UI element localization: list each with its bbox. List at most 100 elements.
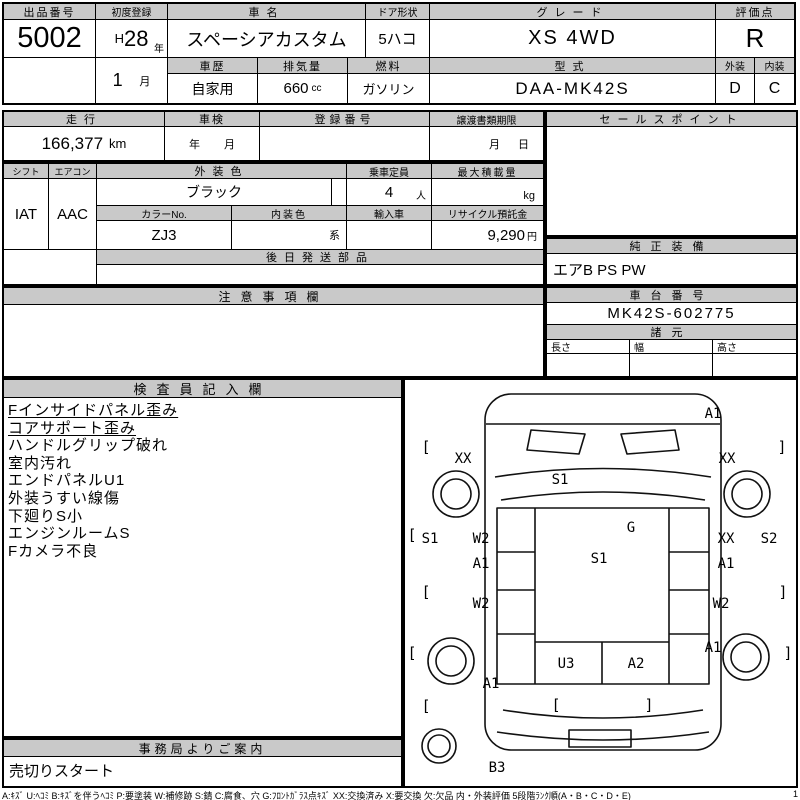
diagram-damage-label: G — [627, 520, 635, 536]
model-code-label: 型式 — [430, 58, 716, 74]
first-reg-year-value: 28 — [123, 25, 149, 51]
exterior-score-label: 外装 — [716, 58, 755, 74]
auction-number-empty — [4, 58, 96, 103]
interior-score-label: 内装 — [755, 58, 794, 74]
recycle-deposit-value: 9,290 円 — [432, 221, 543, 250]
registration-number-label: 登録番号 — [260, 112, 430, 127]
car-name-value: スペーシアカスタム — [168, 20, 366, 58]
diagram-damage-label: XX — [719, 451, 736, 467]
model-code-value: DAA-MK42S — [430, 74, 716, 103]
registration-number-value — [260, 127, 430, 160]
width-value — [630, 354, 713, 376]
equipment-label: 純正装備 — [547, 239, 796, 254]
shift-aircon-empty — [4, 250, 97, 284]
chassis-number-label: 車台番号 — [547, 288, 796, 303]
top-block: 出品番号 5002 初度登録 H 28 年 1 月 車名 スペーシアカスタム ド… — [2, 2, 796, 105]
diagram-damage-label: A1 — [473, 556, 490, 572]
office-block: 事務局よりご案内 売切りスタート — [2, 738, 403, 788]
diagram-damage-label: S1 — [552, 472, 569, 488]
diagram-bracket-mark: [ — [421, 697, 430, 715]
first-reg-month-suffix: 月 — [139, 75, 151, 88]
displacement-unit: cc — [311, 83, 322, 94]
inspection-value: 年 月 — [165, 127, 260, 160]
import-car-value — [347, 221, 432, 250]
first-reg-era: H — [114, 31, 124, 46]
inspector-note-item: ハンドルグリップ破れ — [8, 437, 169, 455]
displacement-value: 660 cc — [258, 74, 348, 103]
displacement-number: 660 — [283, 80, 309, 97]
mileage-block: 走行 166,377 km 車検 年 月 登録番号 譲渡書類期限 月 日 — [2, 110, 545, 162]
notes-label: 注意事項欄 — [4, 288, 543, 305]
import-car-label: 輸入車 — [347, 206, 432, 221]
first-registration-month: 1 月 — [96, 58, 168, 103]
exterior-color-label: 外装色 — [97, 164, 347, 179]
spec-block: シフト エアコン IAT AAC 外装色 ブラック 乗車定員 4 人 最大積載量… — [2, 162, 545, 286]
displacement-label: 排気量 — [258, 58, 348, 74]
fuel-label: 燃料 — [348, 58, 430, 74]
diagram-bracket-mark: [ — [551, 696, 560, 714]
transfer-month-suffix: 月 — [489, 138, 500, 151]
capacity-number: 4 — [384, 183, 394, 201]
interior-score-value: C — [768, 79, 781, 97]
sales-point-label: セールスポイント — [547, 112, 796, 127]
diagram-damage-label: U3 — [558, 656, 575, 672]
exterior-color-swatch-cell — [332, 179, 347, 206]
exterior-score-value: D — [716, 74, 755, 103]
door-shape-value: 5ハコ — [366, 20, 430, 58]
diagram-damage-label: W2 — [473, 596, 490, 612]
diagram-damage-label: A1 — [705, 640, 722, 656]
history-label: 車歴 — [168, 58, 258, 74]
later-parts-label: 後日発送部品 — [97, 250, 543, 265]
dimensions-label: 諸元 — [547, 325, 796, 340]
fuel-value: ガソリン — [348, 74, 430, 103]
mileage-unit: km — [109, 136, 127, 151]
diagram-bracket-mark: ] — [777, 438, 786, 456]
office-message: 売切りスタート — [9, 763, 115, 780]
inspection-label: 車検 — [165, 112, 260, 127]
first-registration-label: 初度登録 — [96, 4, 168, 20]
transfer-day-suffix: 日 — [518, 138, 529, 151]
diagram-damage-label: XX — [718, 531, 735, 547]
mileage-label: 走行 — [4, 112, 165, 127]
length-label: 長さ — [547, 340, 630, 354]
diagram-bracket-mark: ] — [783, 644, 792, 662]
inspector-notes-list: Fインサイドパネル歪みコアサポート歪みハンドルグリップ破れ室内汚れエンドパネルU… — [8, 402, 398, 560]
shift-label: シフト — [4, 164, 49, 179]
later-parts-value — [97, 265, 543, 284]
equipment-block: 純正装備 エアB PS PW — [545, 237, 798, 286]
recycle-deposit-unit: 円 — [527, 231, 537, 243]
diagram-damage-label: A1 — [483, 676, 500, 692]
diagram-damage-label: S1 — [422, 531, 439, 547]
diagram-damage-label: A1 — [718, 556, 735, 572]
transfer-deadline-value: 月 日 — [430, 127, 543, 160]
max-load-value: kg — [432, 179, 543, 206]
diagram-bracket-mark: [ — [421, 583, 430, 601]
office-label: 事務局よりご案内 — [4, 740, 401, 757]
inspector-note-item: エンドパネルU1 — [8, 472, 126, 490]
inspection-year-suffix: 年 — [189, 138, 200, 151]
capacity-unit: 人 — [416, 191, 426, 202]
sales-point-block: セールスポイント — [545, 110, 798, 237]
length-value — [547, 354, 630, 376]
door-shape-label: ドア形状 — [366, 4, 430, 20]
inspector-note-item: Fインサイドパネル歪み — [8, 402, 179, 419]
inspector-note-item: 外装うすい線傷 — [8, 489, 121, 507]
notes-block: 注意事項欄 — [2, 286, 545, 378]
mileage-value: 166,377 km — [4, 127, 165, 160]
grade-value: XS 4WD — [430, 20, 716, 58]
diagram-damage-label: B3 — [489, 760, 506, 776]
exterior-color-value: ブラック — [97, 179, 332, 206]
diagram-damage-label: A2 — [628, 656, 645, 672]
inspector-note-item: Fカメラ不良 — [8, 542, 99, 560]
diagram-bracket-mark: ] — [644, 696, 653, 714]
inspector-note-item: 室内汚れ — [8, 454, 73, 472]
color-number-value: ZJ3 — [97, 221, 232, 250]
chassis-number-value: MK42S-602775 — [547, 303, 796, 325]
mileage-number: 166,377 — [41, 133, 104, 153]
diagram-bracket-mark: [ — [421, 438, 430, 456]
inspector-note-item: 下廻りS小 — [8, 507, 84, 525]
auction-number-value: 5002 — [4, 20, 96, 58]
score-value: R — [716, 20, 794, 58]
car-name-label: 車名 — [168, 4, 366, 20]
